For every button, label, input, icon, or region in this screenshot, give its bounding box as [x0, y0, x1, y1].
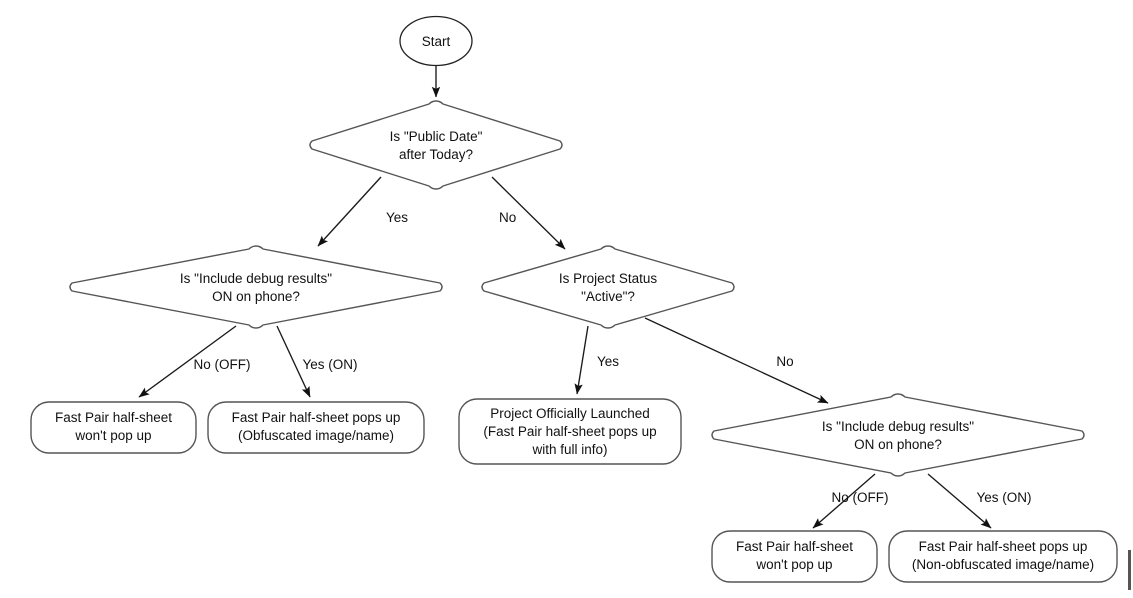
start-ellipse[interactable] [399, 15, 473, 67]
edge-label-public-date-yes: Yes [386, 210, 408, 225]
edge-label-debug-right-yes: Yes (ON) [976, 490, 1031, 505]
node-terminal-left-off[interactable]: Fast Pair half-sheet won't pop up [30, 401, 197, 454]
node-decision-debug-left[interactable]: Is "Include debug results" ON on phone? [69, 245, 443, 329]
terminal-left-off-box[interactable] [30, 401, 197, 454]
node-decision-project-status[interactable]: Is Project Status "Active"? [481, 245, 735, 329]
edge-group [138, 66, 992, 529]
edge-debug-right-yes [927, 473, 992, 529]
edge-label-group: Yes No No (OFF) Yes (ON) Yes No No (OFF)… [194, 210, 1032, 505]
terminal-left-on-line1: Fast Pair half-sheet pops up [232, 410, 401, 425]
terminal-right-off-box[interactable] [711, 530, 878, 583]
start-label: Start [422, 34, 451, 49]
node-terminal-right-on[interactable]: Fast Pair half-sheet pops up (Non-obfusc… [888, 530, 1118, 583]
edge-label-project-status-no: No [776, 354, 793, 369]
terminal-launched-line3: with full info) [531, 442, 607, 457]
terminal-right-off-line1: Fast Pair half-sheet [736, 539, 853, 554]
terminal-right-on-line2: (Non-obfuscated image/name) [912, 557, 1094, 572]
node-decision-public-date[interactable]: Is "Public Date" after Today? [309, 100, 563, 190]
decision-project-status-line1: Is Project Status [559, 271, 658, 286]
edge-public-date-no [491, 176, 566, 250]
decision-project-status-diamond[interactable] [481, 245, 735, 329]
edge-project-status-yes [574, 325, 589, 395]
decision-debug-right-line1: Is "Include debug results" [822, 419, 974, 434]
decision-project-status-line2: "Active"? [581, 289, 635, 304]
edge-label-project-status-yes: Yes [597, 354, 619, 369]
edge-label-debug-left-yes: Yes (ON) [302, 357, 357, 372]
edge-project-status-no [644, 317, 829, 404]
terminal-left-off-line2: won't pop up [74, 428, 151, 443]
decision-public-date-diamond[interactable] [309, 100, 563, 190]
edge-label-debug-right-no: No (OFF) [832, 490, 889, 505]
decision-debug-left-line2: ON on phone? [212, 289, 300, 304]
terminal-right-on-box[interactable] [888, 530, 1118, 583]
decision-debug-right-line2: ON on phone? [854, 437, 942, 452]
terminal-launched-line1: Project Officially Launched [490, 406, 650, 421]
decision-debug-right-diamond[interactable] [711, 393, 1085, 477]
node-decision-debug-right[interactable]: Is "Include debug results" ON on phone? [711, 393, 1085, 477]
decision-debug-left-diamond[interactable] [69, 245, 443, 329]
node-terminal-launched[interactable]: Project Officially Launched (Fast Pair h… [458, 398, 682, 465]
edge-debug-left-yes [276, 325, 311, 398]
node-terminal-right-off[interactable]: Fast Pair half-sheet won't pop up [711, 530, 878, 583]
terminal-left-on-line2: (Obfuscated image/name) [238, 428, 394, 443]
page-edge-mark [1128, 550, 1131, 590]
terminal-left-off-line1: Fast Pair half-sheet [55, 410, 172, 425]
edge-debug-right-no [812, 473, 876, 529]
terminal-left-on-box[interactable] [207, 401, 425, 454]
decision-public-date-line1: Is "Public Date" [390, 129, 483, 144]
terminal-launched-line2: (Fast Pair half-sheet pops up [483, 424, 656, 439]
node-terminal-left-on[interactable]: Fast Pair half-sheet pops up (Obfuscated… [207, 401, 425, 454]
terminal-right-on-line1: Fast Pair half-sheet pops up [919, 539, 1088, 554]
edge-label-public-date-no: No [499, 210, 516, 225]
node-start[interactable]: Start [399, 15, 473, 67]
edge-label-debug-left-no: No (OFF) [194, 357, 251, 372]
terminal-launched-box[interactable] [458, 398, 682, 465]
decision-public-date-line2: after Today? [399, 147, 473, 162]
decision-debug-left-line1: Is "Include debug results" [180, 271, 332, 286]
terminal-right-off-line2: won't pop up [755, 557, 832, 572]
edge-debug-left-no [138, 325, 237, 398]
edge-public-date-yes [317, 176, 382, 247]
